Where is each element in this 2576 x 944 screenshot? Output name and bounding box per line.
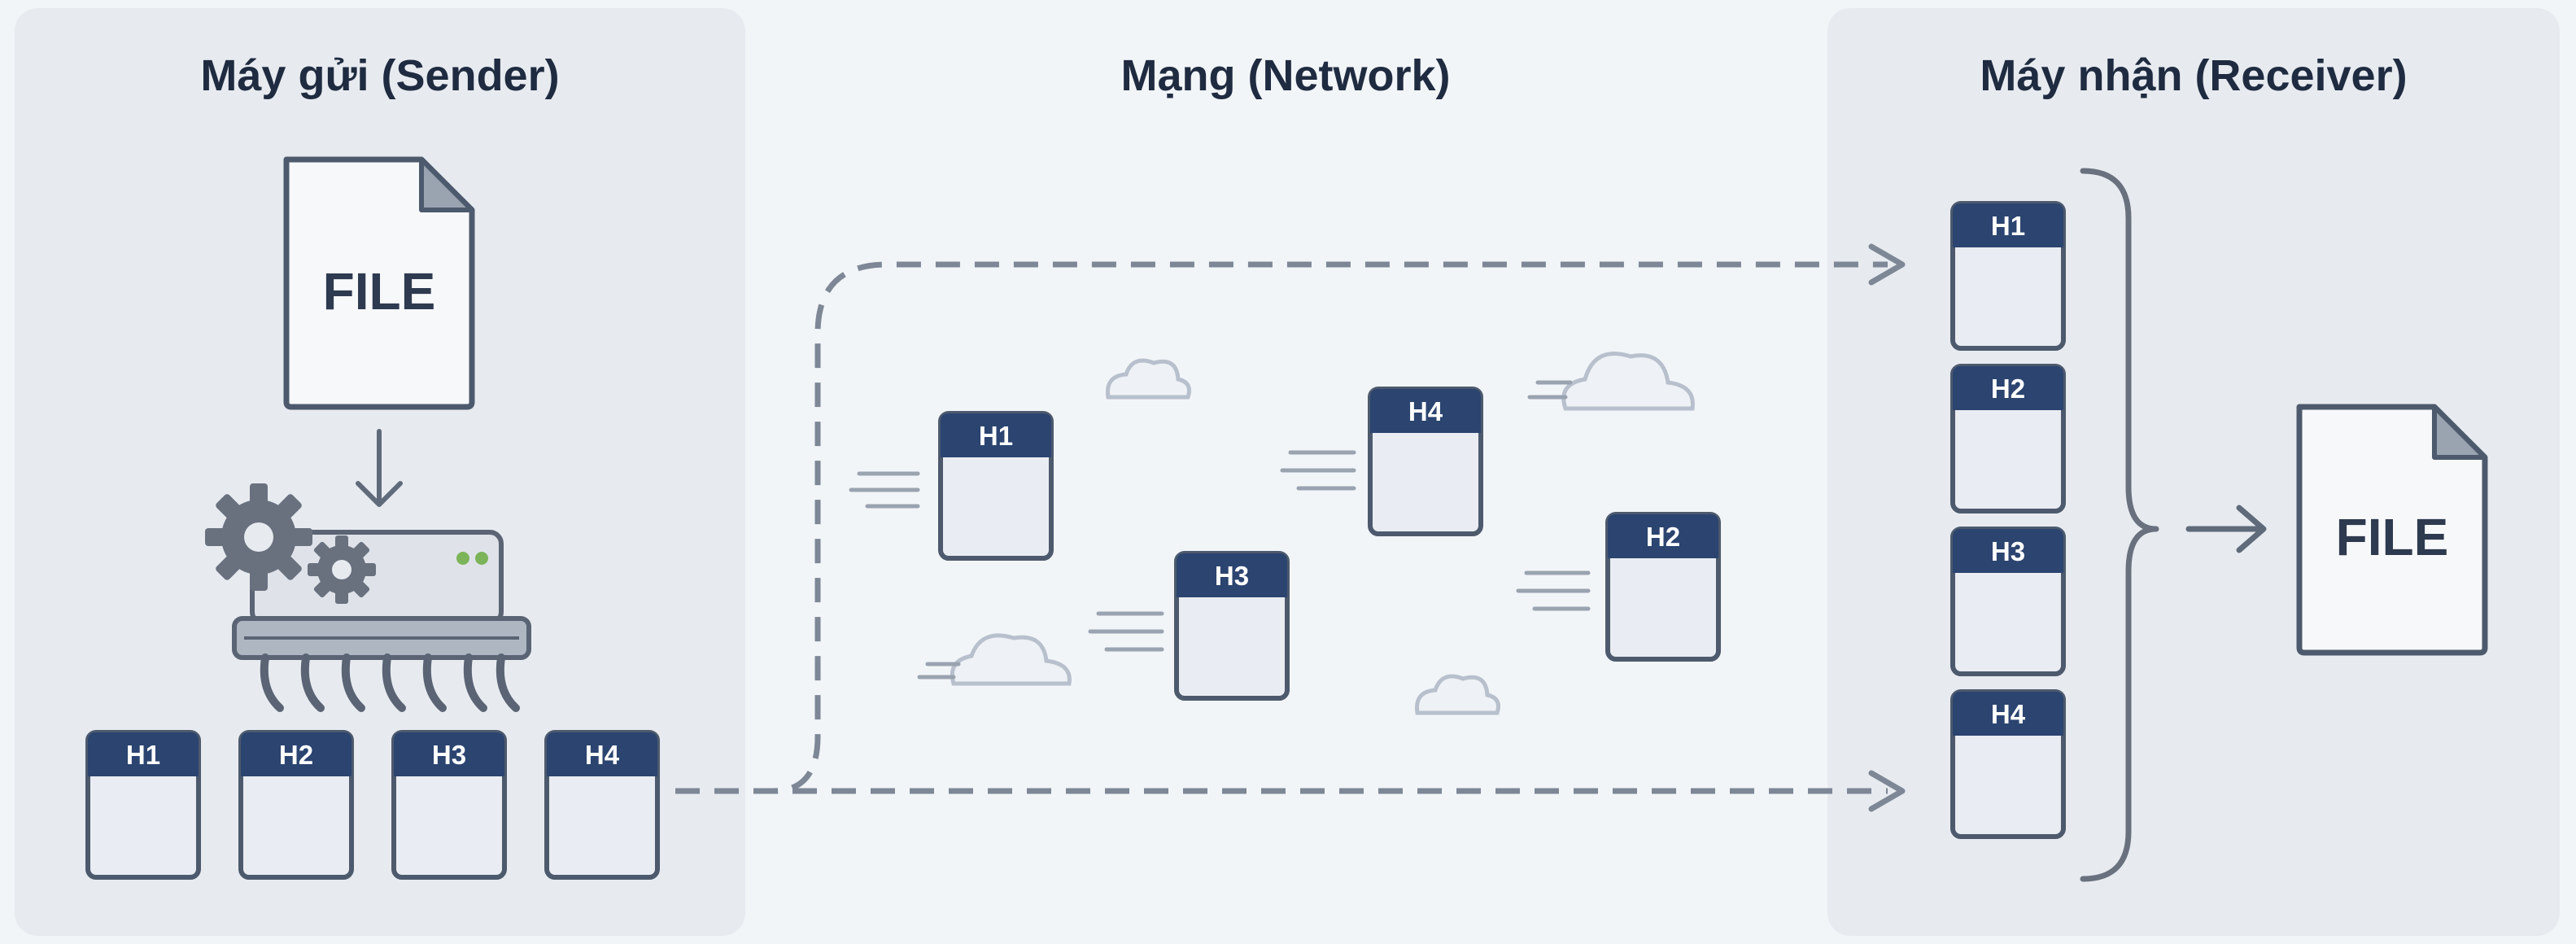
network-packet-h1: H1 [938,411,1054,561]
packet-header [1953,203,2063,247]
cloud-2 [1561,352,1695,411]
network-packet-h4: H4 [1368,387,1483,536]
right-arrow-icon [2185,505,2267,553]
speed-lines-icon [849,380,1591,680]
packet-header [547,732,657,776]
sender-packet-h1: H1 [85,730,201,880]
cloud-icon [950,352,1695,715]
receiver-packet-h2: H2 [1950,364,2066,514]
packet-label: H2 [1646,522,1680,552]
sender-title: Máy gửi (Sender) [200,51,560,100]
network-packet-h3: H3 [1174,551,1290,701]
packet-label: H2 [279,740,313,770]
sender-file-label: FILE [323,262,436,321]
packet-header [1177,553,1287,597]
cloud-1 [1105,358,1191,400]
packet-header [1370,389,1481,433]
network-packet-h2: H2 [1605,512,1721,662]
receiver-file-icon: FILE [2296,404,2488,656]
packet-label: H1 [979,421,1013,451]
receiver-packet-h3: H3 [1950,527,2066,676]
cloud-3 [950,633,1072,686]
packet-label: H3 [1991,536,2025,566]
packet-label: H1 [1991,211,2025,241]
down-arrow-icon [356,429,403,507]
brace-icon [2080,168,2159,882]
packet-label: H1 [126,740,160,770]
dashed-arrow-upper-head [1868,243,1906,286]
gear-icon [205,483,312,591]
packet-header [88,732,199,776]
packet-header [941,413,1051,457]
packet-label: H4 [1408,396,1443,426]
sender-packet-h4: H4 [544,730,660,880]
packet-header [1953,529,2063,573]
dashed-arrow-lower-head [1868,770,1906,812]
packet-header [394,732,504,776]
packet-label: H4 [585,740,620,770]
sender-file-icon: FILE [283,156,475,410]
shredder-icon [232,530,531,712]
small-gear-icon [308,535,376,604]
receiver-packet-h4: H4 [1950,689,2066,839]
packet-label: H2 [1991,374,2025,404]
sender-packet-h3: H3 [391,730,507,880]
receiver-packet-h1: H1 [1950,201,2066,351]
packet-header [1953,692,2063,736]
packet-header [1953,366,2063,410]
packet-label: H3 [432,740,466,770]
receiver-file-label: FILE [2336,508,2449,566]
dashed-arrow-upper [675,261,1888,794]
packet-header [1608,514,1718,558]
sender-packet-h2: H2 [238,730,354,880]
cloud-4 [1414,674,1500,715]
packet-label: H4 [1991,699,2026,729]
receiver-title: Máy nhận (Receiver) [1980,51,2408,100]
packet-header [241,732,351,776]
dashed-paths [675,243,1906,812]
packet-label: H3 [1215,561,1249,591]
network-title: Mạng (Network) [1120,51,1451,100]
